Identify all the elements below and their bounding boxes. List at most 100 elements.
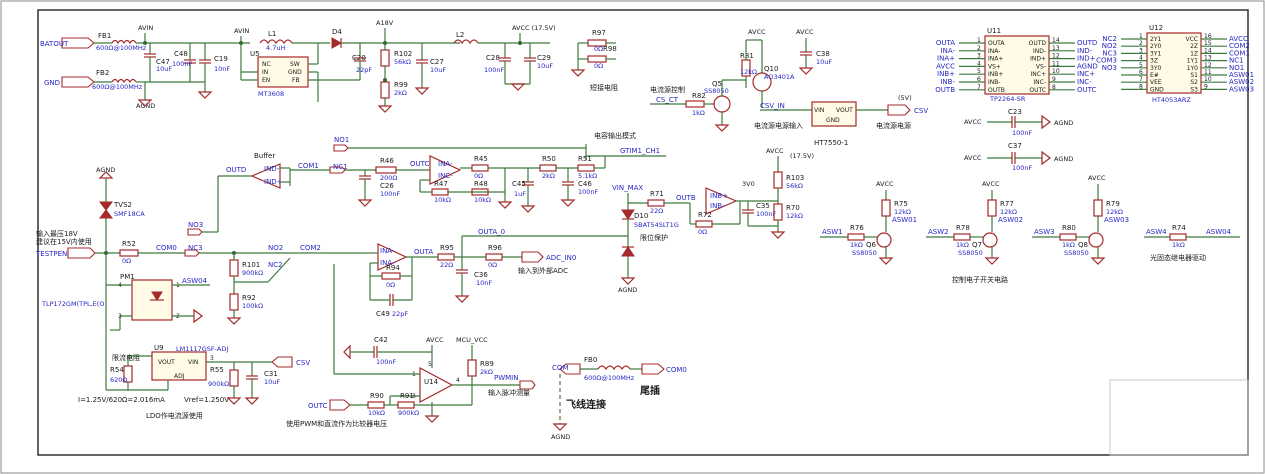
u11-rnet-2: IND+: [1077, 55, 1096, 63]
net-inb-m: INB-: [710, 202, 725, 210]
r72-ref: R72: [698, 211, 712, 219]
note-pwmin-measure: 输入脉冲测量: [488, 388, 530, 397]
u12-val: HT4053ARZ: [1152, 96, 1191, 104]
port-com0[interactable]: [641, 363, 665, 375]
c49-val: 22pF: [392, 310, 408, 318]
opamp-buffer: [250, 163, 281, 189]
c20-val: 22pF: [356, 66, 372, 74]
r77-ref: R77: [1000, 200, 1014, 208]
inductor-l2: [453, 39, 479, 45]
diode-d10: [621, 209, 635, 220]
note-cur-ctrl: 电流源控制: [650, 85, 685, 94]
port-batout[interactable]: [61, 37, 95, 49]
r95-val: 22Ω: [440, 261, 453, 269]
ht7550-ref: HT7550-1: [814, 139, 848, 147]
r77-val: 12kΩ: [1000, 208, 1017, 216]
u12-lpin-0: 2Y1: [1150, 36, 1161, 43]
r92-val: 100kΩ: [242, 302, 263, 310]
u11-lnet-2: INA+: [937, 55, 955, 63]
u11-lnet-3: AVCC: [936, 62, 955, 70]
net-asw3: ASW3: [1034, 228, 1055, 236]
u11-lpin-5: INB-: [988, 79, 1001, 86]
u5-pin-en: EN: [262, 77, 270, 84]
v175-label: (17.5V): [790, 152, 814, 160]
l1-ref: L1: [268, 30, 276, 38]
u11-lnet-5: INB-: [940, 78, 955, 86]
resistor-r48: [471, 188, 489, 196]
u12-lnet-4: NO3: [1102, 64, 1117, 72]
tvs-diode-tvs2: [99, 201, 113, 211]
r98-ref: R98: [603, 45, 617, 53]
note-cur-pwr: 电流源电源: [876, 121, 911, 130]
mcu-vcc-label: MCU_VCC: [456, 336, 488, 344]
u11-lpin-num-2: 3: [977, 53, 981, 60]
buffer-filter-section: NO1 电容输出模式 GTIM1_CH1 OUTD Buffer IND- IN…: [217, 131, 666, 228]
switch-driver-section: AVCC R75 12kΩ ASW01 ASW1 R76 1kΩ Q6 SS80…: [820, 174, 1240, 284]
r71-val: 22Ω: [650, 207, 663, 215]
c45-ref: C45: [512, 180, 526, 188]
u11-lpin-num-4: 5: [977, 68, 981, 75]
port-com[interactable]: [559, 363, 581, 375]
v5-label: (5V): [898, 94, 912, 102]
diode-d4: [331, 37, 343, 49]
u11-lnet-0: OUTA: [936, 39, 955, 47]
l1-val: 4.7uH: [266, 44, 285, 52]
u11-lpin-2: INA+: [988, 56, 1003, 63]
fb0-ref: FB0: [584, 356, 597, 364]
c48-val: 100nF: [172, 60, 193, 68]
u12-rpin-num-3: 13: [1204, 55, 1212, 62]
c47-ref: C47: [156, 58, 170, 66]
fb2-ref: FB2: [96, 69, 109, 77]
r75-ref: R75: [894, 200, 908, 208]
port-csv[interactable]: [271, 356, 293, 368]
opamp-c: [429, 155, 462, 185]
note-input-adc: 输入到外部ADC: [518, 266, 568, 275]
agnd-label-fly: AGND: [551, 433, 570, 441]
u9-pin-adj: ADJ: [174, 373, 185, 380]
c36-ref: C36: [474, 271, 488, 279]
r50-val: 2kΩ: [542, 172, 555, 180]
input-section: AGND TVS2 SMF18CA 输入最压18V 建议在15V内使用 TEST…: [35, 166, 362, 390]
net-gtim1: GTIM1_CH1: [620, 147, 660, 155]
u12-lpin-4: 3Y0: [1150, 65, 1161, 72]
port-gnd-label: GND: [44, 79, 60, 87]
u11-lpin-num-1: 2: [977, 45, 981, 52]
port-testpen[interactable]: [67, 247, 96, 259]
u5-pin-gnd: GND: [288, 69, 302, 76]
avcc-label-q8: AVCC: [1088, 174, 1106, 182]
ferrite-fb2: [111, 78, 137, 84]
port-outc[interactable]: [329, 399, 351, 411]
u5-pin-sw: SW: [290, 61, 300, 68]
u12-rpin-2: 1Z: [1190, 50, 1198, 57]
port-adc-in0[interactable]: [521, 251, 544, 263]
r80-val: 1kΩ: [1062, 241, 1075, 249]
avcc-label-q6: AVCC: [876, 180, 894, 188]
r48-val: 10kΩ: [474, 196, 491, 204]
port-gnd[interactable]: [61, 76, 95, 88]
u12-lnet-2: NC3: [1102, 49, 1117, 57]
r52-ref: R52: [122, 240, 136, 248]
r94-ref: R94: [386, 264, 400, 272]
u11-rpin-num-3: 11: [1052, 60, 1060, 67]
u9-pin-vout: VOUT: [158, 359, 175, 366]
port-csv-right[interactable]: [887, 104, 911, 116]
opamp-b: [705, 187, 738, 215]
u9-val: LM1117GSF-ADJ: [176, 345, 228, 353]
r97-ref: R97: [592, 29, 606, 37]
u12-rpin-num-2: 14: [1204, 47, 1212, 54]
avcc-label-u14: AVCC: [426, 336, 444, 344]
u12-rpin-num-5: 11: [1204, 69, 1212, 76]
q6-ref: Q6: [866, 241, 877, 249]
r50-ref: R50: [542, 155, 556, 163]
u12-rnet-0: AVCC: [1229, 35, 1248, 43]
u11-lpin-num-3: 4: [977, 60, 981, 67]
fb0-val: 600Ω@100MHz: [584, 374, 635, 382]
r96-val: 0Ω: [488, 261, 497, 269]
note-fly-wire: 飞线连接: [566, 398, 606, 411]
net-asw04: ASW04: [182, 277, 208, 285]
net-vin-max: VIN_MAX: [612, 184, 643, 192]
c42-val: 100nF: [376, 358, 397, 366]
u12-lpin-num-2: 3: [1139, 47, 1143, 54]
net-asw02: ASW02: [998, 216, 1023, 224]
